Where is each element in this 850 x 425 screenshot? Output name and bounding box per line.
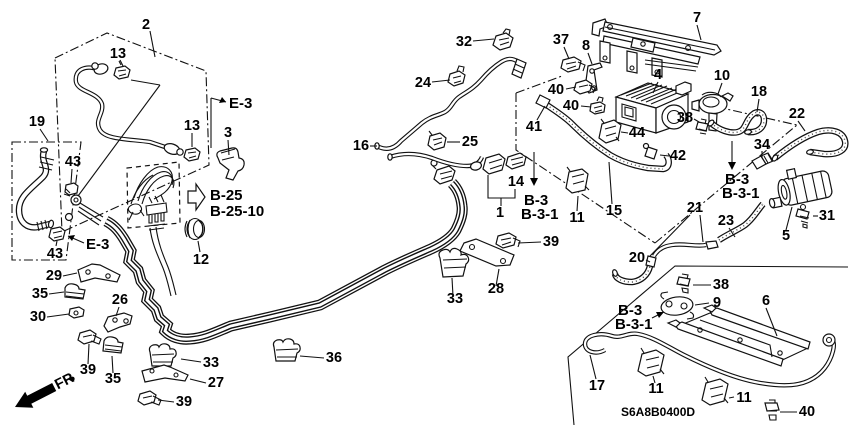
svg-text:30: 30 xyxy=(30,309,46,325)
svg-text:33: 33 xyxy=(203,355,219,371)
svg-text:35: 35 xyxy=(105,371,121,387)
svg-text:40: 40 xyxy=(563,98,579,114)
svg-text:29: 29 xyxy=(46,268,62,284)
svg-text:34: 34 xyxy=(754,137,770,153)
svg-text:26: 26 xyxy=(112,292,128,308)
svg-text:E-3: E-3 xyxy=(229,95,252,112)
svg-text:E-3: E-3 xyxy=(86,236,109,253)
svg-text:43: 43 xyxy=(65,154,81,170)
svg-text:44: 44 xyxy=(629,125,645,141)
svg-text:40: 40 xyxy=(548,82,564,98)
svg-text:17: 17 xyxy=(589,378,605,394)
svg-text:35: 35 xyxy=(32,286,48,302)
svg-text:39: 39 xyxy=(543,234,559,250)
svg-text:38: 38 xyxy=(713,277,729,293)
svg-text:13: 13 xyxy=(184,118,200,134)
svg-text:25: 25 xyxy=(462,134,478,150)
svg-text:4: 4 xyxy=(654,67,662,83)
svg-text:1: 1 xyxy=(496,205,504,221)
svg-text:8: 8 xyxy=(582,38,590,54)
svg-text:20: 20 xyxy=(629,250,645,266)
svg-text:9: 9 xyxy=(713,295,721,311)
svg-text:11: 11 xyxy=(569,210,584,226)
svg-text:10: 10 xyxy=(714,68,730,84)
svg-text:39: 39 xyxy=(80,362,96,378)
svg-text:36: 36 xyxy=(326,350,342,366)
svg-text:13: 13 xyxy=(110,46,126,62)
svg-text:37: 37 xyxy=(553,32,569,48)
svg-text:B-25-10: B-25-10 xyxy=(210,203,264,220)
svg-text:14: 14 xyxy=(508,174,524,190)
svg-text:3: 3 xyxy=(224,125,232,141)
svg-text:B-25: B-25 xyxy=(210,187,243,204)
svg-text:18: 18 xyxy=(751,84,767,100)
svg-text:B-3: B-3 xyxy=(618,302,642,319)
svg-text:33: 33 xyxy=(447,291,463,307)
svg-text:43: 43 xyxy=(47,246,63,262)
svg-text:B-3: B-3 xyxy=(725,171,749,188)
svg-text:21: 21 xyxy=(687,200,703,216)
svg-text:15: 15 xyxy=(606,203,622,219)
svg-text:12: 12 xyxy=(193,252,209,268)
svg-text:11: 11 xyxy=(648,381,663,397)
svg-text:11: 11 xyxy=(736,390,751,406)
svg-text:5: 5 xyxy=(782,228,790,244)
svg-text:19: 19 xyxy=(29,114,45,130)
svg-text:B-3-1: B-3-1 xyxy=(722,185,760,202)
svg-text:B-3-1: B-3-1 xyxy=(615,316,653,333)
svg-text:39: 39 xyxy=(176,394,192,410)
svg-text:7: 7 xyxy=(693,10,701,26)
svg-text:S6A8B0400D: S6A8B0400D xyxy=(621,405,695,419)
svg-text:28: 28 xyxy=(488,281,504,297)
svg-text:40: 40 xyxy=(799,404,815,420)
svg-text:22: 22 xyxy=(789,106,805,122)
svg-text:38: 38 xyxy=(677,110,693,126)
svg-text:24: 24 xyxy=(415,75,431,91)
svg-text:16: 16 xyxy=(353,138,369,154)
svg-text:42: 42 xyxy=(670,148,686,164)
svg-text:32: 32 xyxy=(456,34,472,50)
svg-text:27: 27 xyxy=(208,375,224,391)
svg-text:B-3-1: B-3-1 xyxy=(521,206,559,223)
svg-text:41: 41 xyxy=(526,119,542,135)
svg-text:2: 2 xyxy=(142,17,150,33)
svg-text:6: 6 xyxy=(762,293,770,309)
svg-text:23: 23 xyxy=(718,213,734,229)
svg-text:B-3: B-3 xyxy=(524,192,548,209)
svg-text:31: 31 xyxy=(819,208,835,224)
